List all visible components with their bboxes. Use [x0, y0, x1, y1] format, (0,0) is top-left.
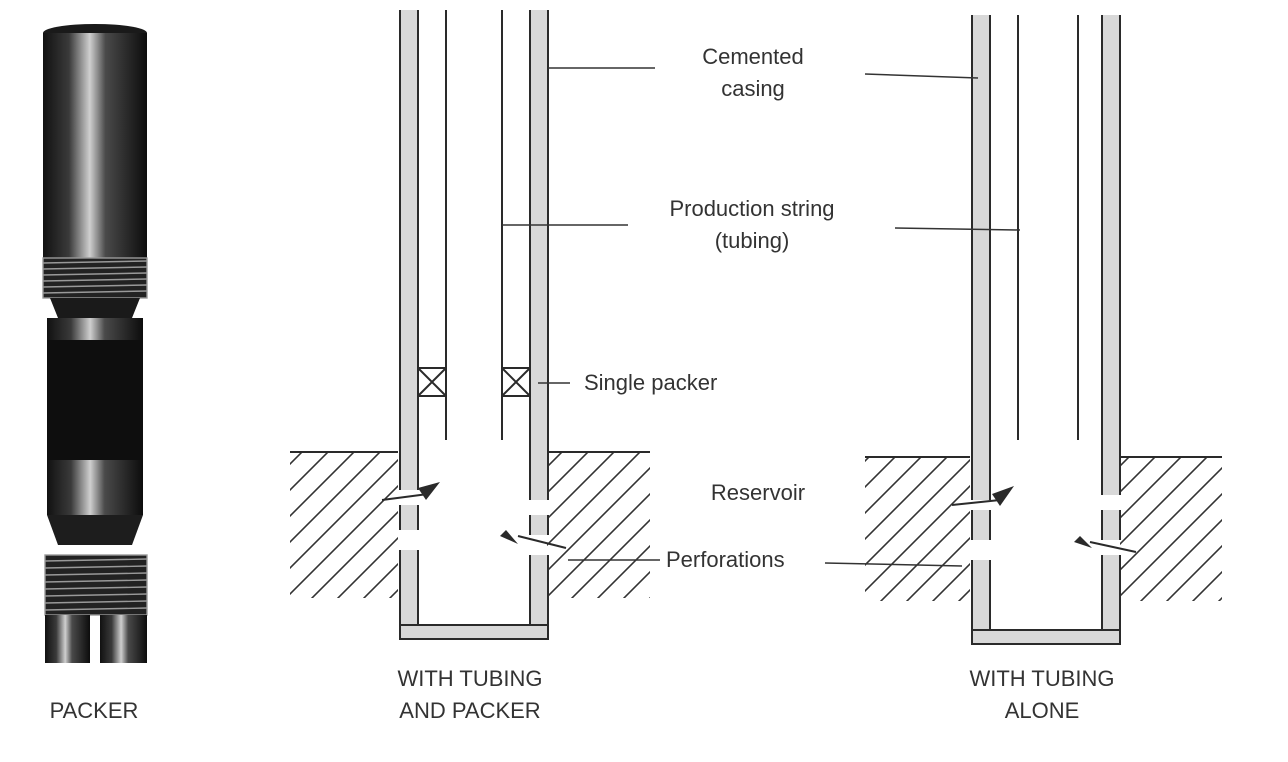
captions: PACKER WITH TUBING AND PACKER WITH TUBIN… [50, 666, 1115, 723]
caption-tubing-packer-2: AND PACKER [399, 698, 540, 723]
well-with-tubing-alone [865, 15, 1222, 645]
label-production-string-1: Production string [669, 196, 834, 221]
reservoir-left-inner [547, 452, 650, 598]
leader-lines [502, 67, 1021, 567]
reservoir-right-inner [1120, 457, 1222, 601]
caption-tubing-packer-1: WITH TUBING [397, 666, 542, 691]
label-perforations: Perforations [666, 547, 785, 572]
reservoir-left-outer [290, 452, 398, 598]
caption-packer: PACKER [50, 698, 139, 723]
upper-threads [42, 257, 148, 299]
casing-bottom [399, 624, 549, 640]
casing-right-wall [529, 10, 549, 625]
casing-bottom-2 [971, 629, 1121, 645]
label-cemented-casing-2: casing [721, 76, 785, 101]
well-with-tubing-and-packer [290, 10, 650, 640]
casing-left-wall-2 [971, 15, 991, 630]
annotation-labels: Cemented casing Production string (tubin… [584, 44, 835, 572]
caption-tubing-alone-2: ALONE [1005, 698, 1080, 723]
casing-right-wall-2 [1101, 15, 1121, 630]
single-packer-left [417, 367, 447, 397]
packer-illustration [42, 24, 148, 663]
label-production-string-2: (tubing) [715, 228, 790, 253]
label-reservoir: Reservoir [711, 480, 805, 505]
single-packer-right [501, 367, 531, 397]
perforation-arrows-right-well [951, 486, 1137, 553]
caption-tubing-alone-1: WITH TUBING [969, 666, 1114, 691]
reservoir-right-outer [865, 457, 970, 601]
casing-left-wall [399, 10, 419, 625]
label-single-packer: Single packer [584, 370, 717, 395]
lower-threads [44, 554, 148, 616]
label-cemented-casing-1: Cemented [702, 44, 804, 69]
perforation-arrows-left-well [381, 482, 567, 549]
